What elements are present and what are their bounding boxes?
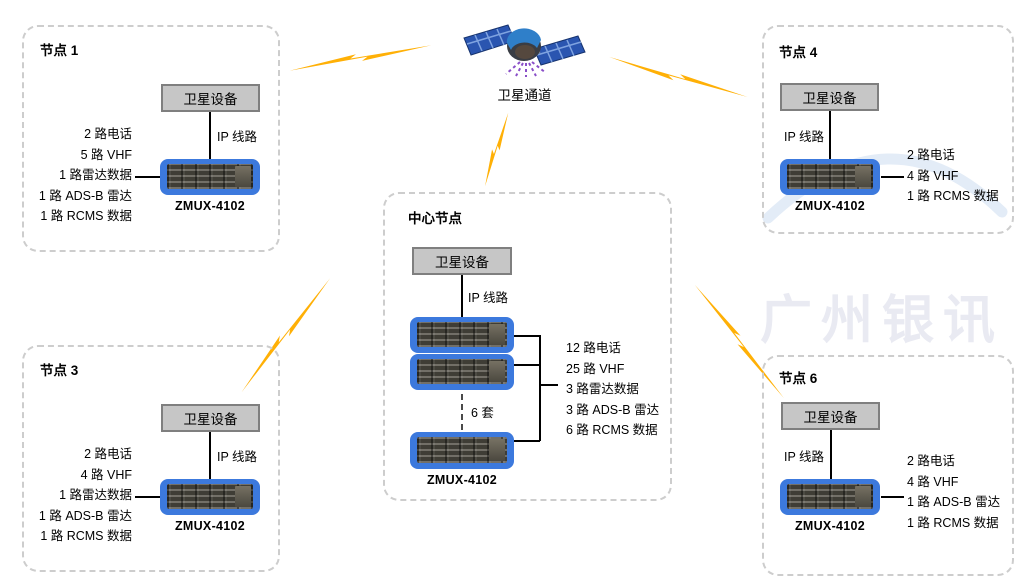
- equipment-device-line: [461, 275, 463, 317]
- channel-list: 12 路电话 25 路 VHF 3 路雷达数据 3 路 ADS-B 雷达 6 路…: [566, 338, 659, 441]
- bracket-stub-line: [514, 440, 540, 442]
- zmux-device-1: [410, 317, 514, 353]
- channel-item: 3 路雷达数据: [566, 382, 639, 396]
- channel-item: 1 路雷达数据: [59, 488, 132, 502]
- node-3-title: 节点 3: [40, 363, 79, 378]
- ip-line-label: IP 线路: [784, 450, 825, 464]
- channel-list: 2 路电话 5 路 VHF 1 路雷达数据 1 路 ADS-B 雷达 1 路 R…: [30, 124, 132, 227]
- device-model-label: ZMUX-4102: [794, 199, 866, 213]
- lightning-link-node6-icon: [692, 275, 785, 409]
- lightning-link-center-icon: [469, 112, 526, 188]
- center-node-title: 中心节点: [408, 211, 462, 226]
- channel-item: 5 路 VHF: [80, 147, 132, 162]
- channel-list: 2 路电话 4 路 VHF 1 路 RCMS 数据: [907, 145, 999, 207]
- bracket-bus-line: [539, 335, 541, 441]
- channel-item: 4 路 VHF: [907, 474, 959, 489]
- satellite-equipment-box: 卫星设备: [161, 404, 260, 432]
- channels-device-line: [881, 496, 904, 498]
- channels-device-line: [135, 496, 160, 498]
- channel-item: 1 路 ADS-B 雷达: [907, 495, 1001, 509]
- equipment-device-line: [209, 112, 211, 159]
- device-stack-count-label: 6 套: [471, 406, 494, 420]
- equipment-device-line: [830, 430, 832, 479]
- center-node-panel: 中心节点 卫星设备 IP 线路 6 套 ZMUX-4102 12 路电话 25 …: [383, 192, 672, 501]
- ip-line-label: IP 线路: [784, 130, 825, 144]
- node-3-panel: 节点 3 卫星设备 IP 线路 2 路电话 4 路 VHF 1 路雷达数据 1 …: [22, 345, 280, 572]
- channel-item: 3 路 ADS-B 雷达: [566, 402, 660, 417]
- channel-item: 1 路 RCMS 数据: [40, 209, 132, 223]
- bracket-text-line: [539, 384, 558, 386]
- device-front-panel: [417, 322, 507, 347]
- device-front-panel: [417, 359, 507, 384]
- ip-line-label: IP 线路: [468, 291, 509, 305]
- channel-item: 25 路 VHF: [566, 361, 625, 376]
- channel-item: 2 路电话: [84, 447, 132, 461]
- satellite-equipment-box: 卫星设备: [781, 402, 880, 430]
- equipment-device-line: [209, 432, 211, 479]
- equipment-device-line: [829, 111, 831, 159]
- ip-line-label: IP 线路: [217, 130, 258, 144]
- zmux-device: [160, 159, 260, 195]
- node-4-title: 节点 4: [779, 45, 818, 60]
- node-4-panel: 节点 4 卫星设备 IP 线路 ZMUX-4102 2 路电话 4 路 VHF …: [762, 25, 1014, 234]
- channel-item: 4 路 VHF: [907, 168, 959, 183]
- channel-item: 1 路雷达数据: [59, 168, 132, 182]
- channel-item: 2 路电话: [84, 127, 132, 141]
- device-front-panel: [787, 164, 873, 189]
- zmux-device-2: [410, 354, 514, 390]
- satellite-equipment-box: 卫星设备: [412, 247, 512, 275]
- bracket-stub-line: [514, 335, 540, 337]
- channels-device-line: [881, 176, 904, 178]
- bracket-stub-line: [514, 364, 540, 366]
- lightning-link-node3-icon: [228, 278, 345, 395]
- device-model-label: ZMUX-4102: [794, 519, 866, 533]
- device-front-panel: [167, 164, 253, 189]
- satellite-equipment-box: 卫星设备: [161, 84, 260, 112]
- device-stack-ellipsis-line: [461, 394, 463, 430]
- zmux-device: [780, 159, 880, 195]
- node-6-panel: 节点 6 卫星设备 IP 线路 ZMUX-4102 2 路电话 4 路 VHF …: [762, 355, 1014, 576]
- device-model-label: ZMUX-4102: [174, 519, 246, 533]
- channel-item: 1 路 RCMS 数据: [907, 515, 999, 530]
- channel-item: 6 路 RCMS 数据: [566, 423, 658, 437]
- satellite-equipment-box: 卫星设备: [780, 83, 879, 111]
- zmux-device: [160, 479, 260, 515]
- node-1-title: 节点 1: [40, 43, 79, 58]
- device-model-label: ZMUX-4102: [174, 199, 246, 213]
- satellite-channel-label: 卫星通道: [497, 88, 552, 103]
- channel-item: 1 路 ADS-B 雷达: [38, 188, 132, 203]
- channels-device-line: [135, 176, 160, 178]
- channel-list: 2 路电话 4 路 VHF 1 路雷达数据 1 路 ADS-B 雷达 1 路 R…: [30, 444, 132, 547]
- zmux-device-3: [410, 432, 514, 469]
- zmux-device: [780, 479, 880, 515]
- lightning-link-node1-icon: [289, 44, 433, 73]
- channel-item: 2 路电话: [907, 148, 955, 162]
- channel-item: 12 路电话: [566, 341, 621, 355]
- channel-item: 1 路 ADS-B 雷达: [38, 508, 132, 523]
- channel-list: 2 路电话 4 路 VHF 1 路 ADS-B 雷达 1 路 RCMS 数据: [907, 451, 1000, 533]
- company-watermark: 广州银讯: [760, 292, 1005, 350]
- lightning-link-node4-icon: [606, 54, 751, 98]
- channel-item: 1 路 RCMS 数据: [907, 189, 999, 203]
- channel-item: 4 路 VHF: [80, 467, 132, 482]
- satellite-icon: [463, 24, 586, 77]
- channel-item: 2 路电话: [907, 454, 955, 468]
- node-6-title: 节点 6: [779, 371, 818, 386]
- node-1-panel: 节点 1 卫星设备 IP 线路 2 路电话 5 路 VHF 1 路雷达数据 1 …: [22, 25, 280, 252]
- channel-item: 1 路 RCMS 数据: [40, 529, 132, 543]
- device-front-panel: [167, 484, 253, 509]
- device-front-panel: [417, 437, 507, 463]
- ip-line-label: IP 线路: [217, 450, 258, 464]
- device-model-label: ZMUX-4102: [426, 473, 498, 487]
- device-front-panel: [787, 484, 873, 509]
